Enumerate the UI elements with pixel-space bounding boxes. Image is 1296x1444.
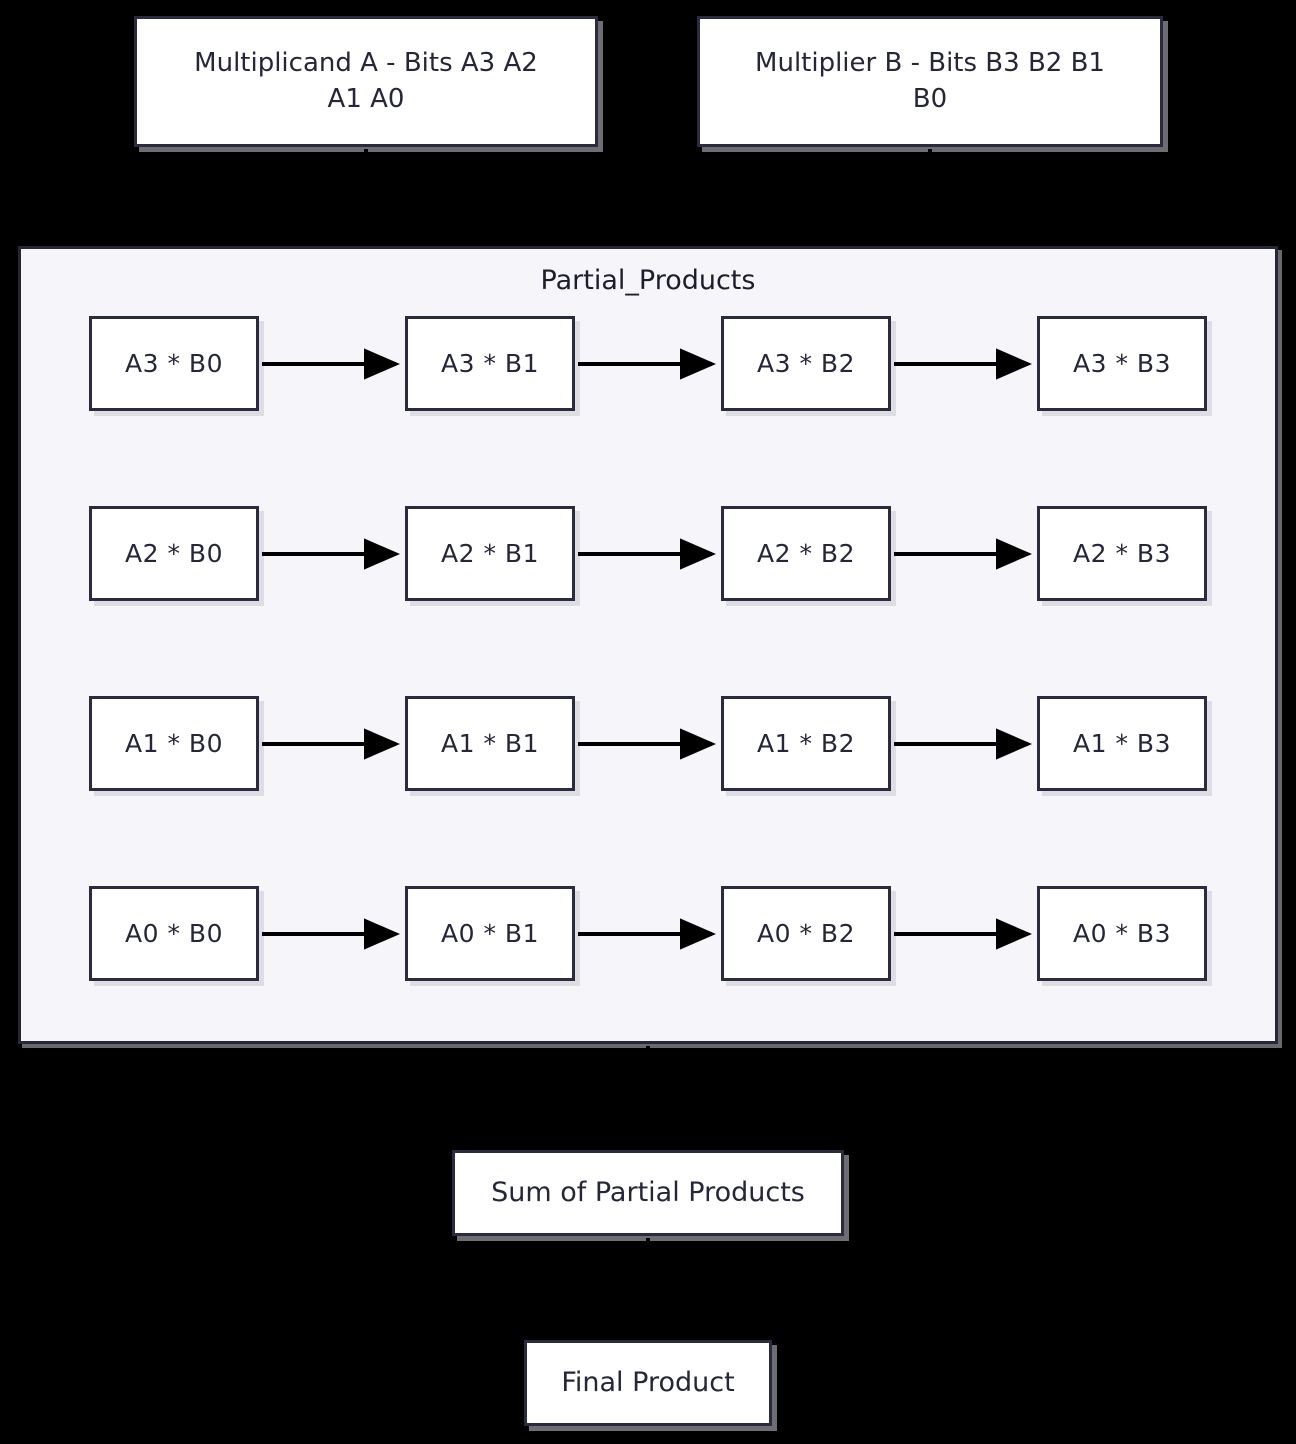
node-a2-b3-label: A2 * B3 <box>1073 538 1171 568</box>
node-a0-b1[interactable]: A0 * B1 <box>405 886 575 981</box>
node-a2-b0-label: A2 * B0 <box>125 538 223 568</box>
node-sum-of-partial-products-label: Sum of Partial Products <box>491 1176 805 1208</box>
node-a0-b0-label: A0 * B0 <box>125 918 223 948</box>
node-a0-b2-label: A0 * B2 <box>757 918 855 948</box>
node-a1-b0-label: A1 * B0 <box>125 728 223 758</box>
node-final-product[interactable]: Final Product <box>524 1340 772 1426</box>
node-multiplicand-a-label: Multiplicand A - Bits A3 A2 A1 A0 <box>194 48 538 114</box>
node-multiplier-b[interactable]: Multiplier B - Bits B3 B2 B1 B0 <box>697 16 1163 147</box>
node-a1-b2-label: A1 * B2 <box>757 728 855 758</box>
node-a3-b1-label: A3 * B1 <box>441 348 539 378</box>
node-multiplicand-a[interactable]: Multiplicand A - Bits A3 A2 A1 A0 <box>134 16 598 147</box>
node-a2-b2-label: A2 * B2 <box>757 538 855 568</box>
node-a3-b0[interactable]: A3 * B0 <box>89 316 259 411</box>
node-a3-b1[interactable]: A3 * B1 <box>405 316 575 411</box>
node-a1-b2[interactable]: A1 * B2 <box>721 696 891 791</box>
node-a3-b2[interactable]: A3 * B2 <box>721 316 891 411</box>
edges-inputs-to-cluster <box>364 149 932 244</box>
node-a2-b3[interactable]: A2 * B3 <box>1037 506 1207 601</box>
node-a3-b2-label: A3 * B2 <box>757 348 855 378</box>
node-a0-b0[interactable]: A0 * B0 <box>89 886 259 981</box>
cluster-title: Partial_Products <box>540 265 756 296</box>
node-a3-b0-label: A3 * B0 <box>125 348 223 378</box>
node-a0-b3[interactable]: A0 * B3 <box>1037 886 1207 981</box>
node-a2-b2[interactable]: A2 * B2 <box>721 506 891 601</box>
node-a0-b2[interactable]: A0 * B2 <box>721 886 891 981</box>
node-a1-b1-label: A1 * B1 <box>441 728 539 758</box>
node-a1-b0[interactable]: A1 * B0 <box>89 696 259 791</box>
node-multiplier-b-label: Multiplier B - Bits B3 B2 B1 B0 <box>755 48 1105 114</box>
node-a0-b3-label: A0 * B3 <box>1073 918 1171 948</box>
node-a1-b1[interactable]: A1 * B1 <box>405 696 575 791</box>
node-a3-b3[interactable]: A3 * B3 <box>1037 316 1207 411</box>
node-sum-of-partial-products[interactable]: Sum of Partial Products <box>452 1150 844 1236</box>
node-a1-b3[interactable]: A1 * B3 <box>1037 696 1207 791</box>
node-a3-b3-label: A3 * B3 <box>1073 348 1171 378</box>
node-a2-b1[interactable]: A2 * B1 <box>405 506 575 601</box>
node-final-product-label: Final Product <box>561 1366 735 1398</box>
node-a2-b0[interactable]: A2 * B0 <box>89 506 259 601</box>
node-a1-b3-label: A1 * B3 <box>1073 728 1171 758</box>
node-a2-b1-label: A2 * B1 <box>441 538 539 568</box>
node-a0-b1-label: A0 * B1 <box>441 918 539 948</box>
